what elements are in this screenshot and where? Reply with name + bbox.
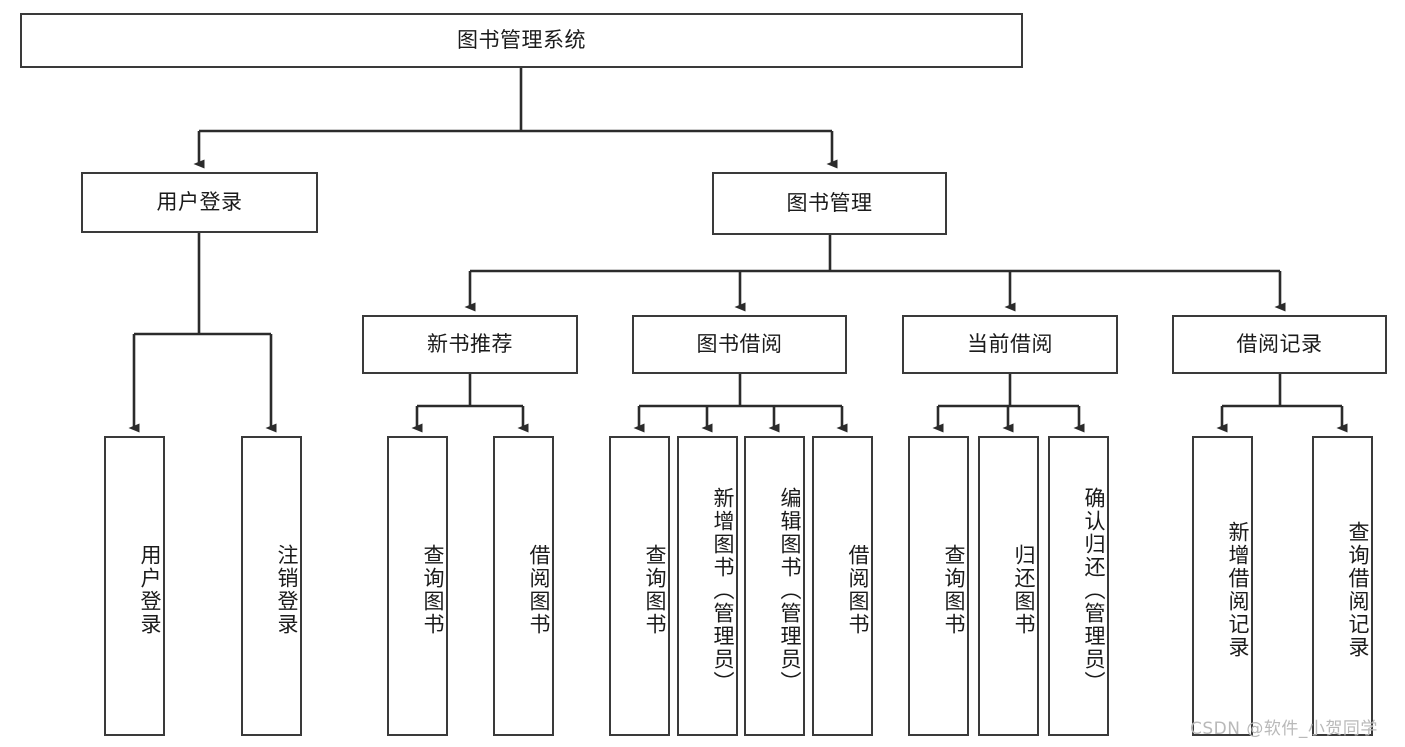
node-leaf-query-book-3[interactable]: 查询图书	[908, 436, 969, 736]
node-leaf-query-book-1[interactable]: 查询图书	[387, 436, 448, 736]
node-leaf-confirm-return-label: 确认归还（管理员）	[1082, 486, 1106, 694]
node-leaf-add-book-label: 新增图书（管理员）	[711, 486, 735, 694]
watermark-text: CSDN @软件_小贺同学	[1190, 719, 1378, 739]
node-borrow-record[interactable]: 借阅记录	[1172, 315, 1387, 374]
node-leaf-logout-label: 注销登录	[275, 544, 299, 636]
node-leaf-add-record[interactable]: 新增借阅记录	[1192, 436, 1253, 736]
node-leaf-borrow-book-2[interactable]: 借阅图书	[812, 436, 873, 736]
node-leaf-return-book[interactable]: 归还图书	[978, 436, 1039, 736]
node-leaf-add-record-label: 新增借阅记录	[1226, 521, 1250, 659]
node-user-login-label: 用户登录	[156, 189, 243, 214]
node-new-book-recommend-label: 新书推荐	[427, 331, 513, 356]
node-leaf-query-book-2-label: 查询图书	[643, 544, 667, 636]
node-leaf-query-book-1-label: 查询图书	[421, 544, 445, 636]
node-user-login[interactable]: 用户登录	[81, 172, 318, 233]
node-leaf-edit-book[interactable]: 编辑图书（管理员）	[744, 436, 805, 736]
node-leaf-user-login[interactable]: 用户登录	[104, 436, 165, 736]
node-current-borrow-label: 当前借阅	[967, 331, 1053, 356]
node-leaf-logout[interactable]: 注销登录	[241, 436, 302, 736]
node-leaf-query-record[interactable]: 查询借阅记录	[1312, 436, 1373, 736]
node-leaf-borrow-book-1-label: 借阅图书	[527, 544, 551, 636]
node-leaf-borrow-book-2-label: 借阅图书	[846, 544, 870, 636]
node-leaf-add-book[interactable]: 新增图书（管理员）	[677, 436, 738, 736]
node-leaf-borrow-book-1[interactable]: 借阅图书	[493, 436, 554, 736]
node-leaf-query-record-label: 查询借阅记录	[1346, 521, 1370, 659]
node-root-label: 图书管理系统	[457, 27, 586, 52]
node-book-borrow[interactable]: 图书借阅	[632, 315, 847, 374]
node-book-manage[interactable]: 图书管理	[712, 172, 947, 235]
node-leaf-confirm-return[interactable]: 确认归还（管理员）	[1048, 436, 1109, 736]
node-leaf-query-book-2[interactable]: 查询图书	[609, 436, 670, 736]
node-leaf-return-book-label: 归还图书	[1012, 544, 1036, 636]
node-leaf-query-book-3-label: 查询图书	[942, 544, 966, 636]
node-borrow-record-label: 借阅记录	[1236, 331, 1323, 356]
node-book-borrow-label: 图书借阅	[696, 331, 783, 356]
node-book-manage-label: 图书管理	[786, 190, 873, 215]
node-current-borrow[interactable]: 当前借阅	[902, 315, 1118, 374]
node-leaf-user-login-label: 用户登录	[138, 544, 162, 636]
node-root[interactable]: 图书管理系统	[20, 13, 1023, 68]
node-new-book-recommend[interactable]: 新书推荐	[362, 315, 578, 374]
node-leaf-edit-book-label: 编辑图书（管理员）	[778, 486, 802, 694]
